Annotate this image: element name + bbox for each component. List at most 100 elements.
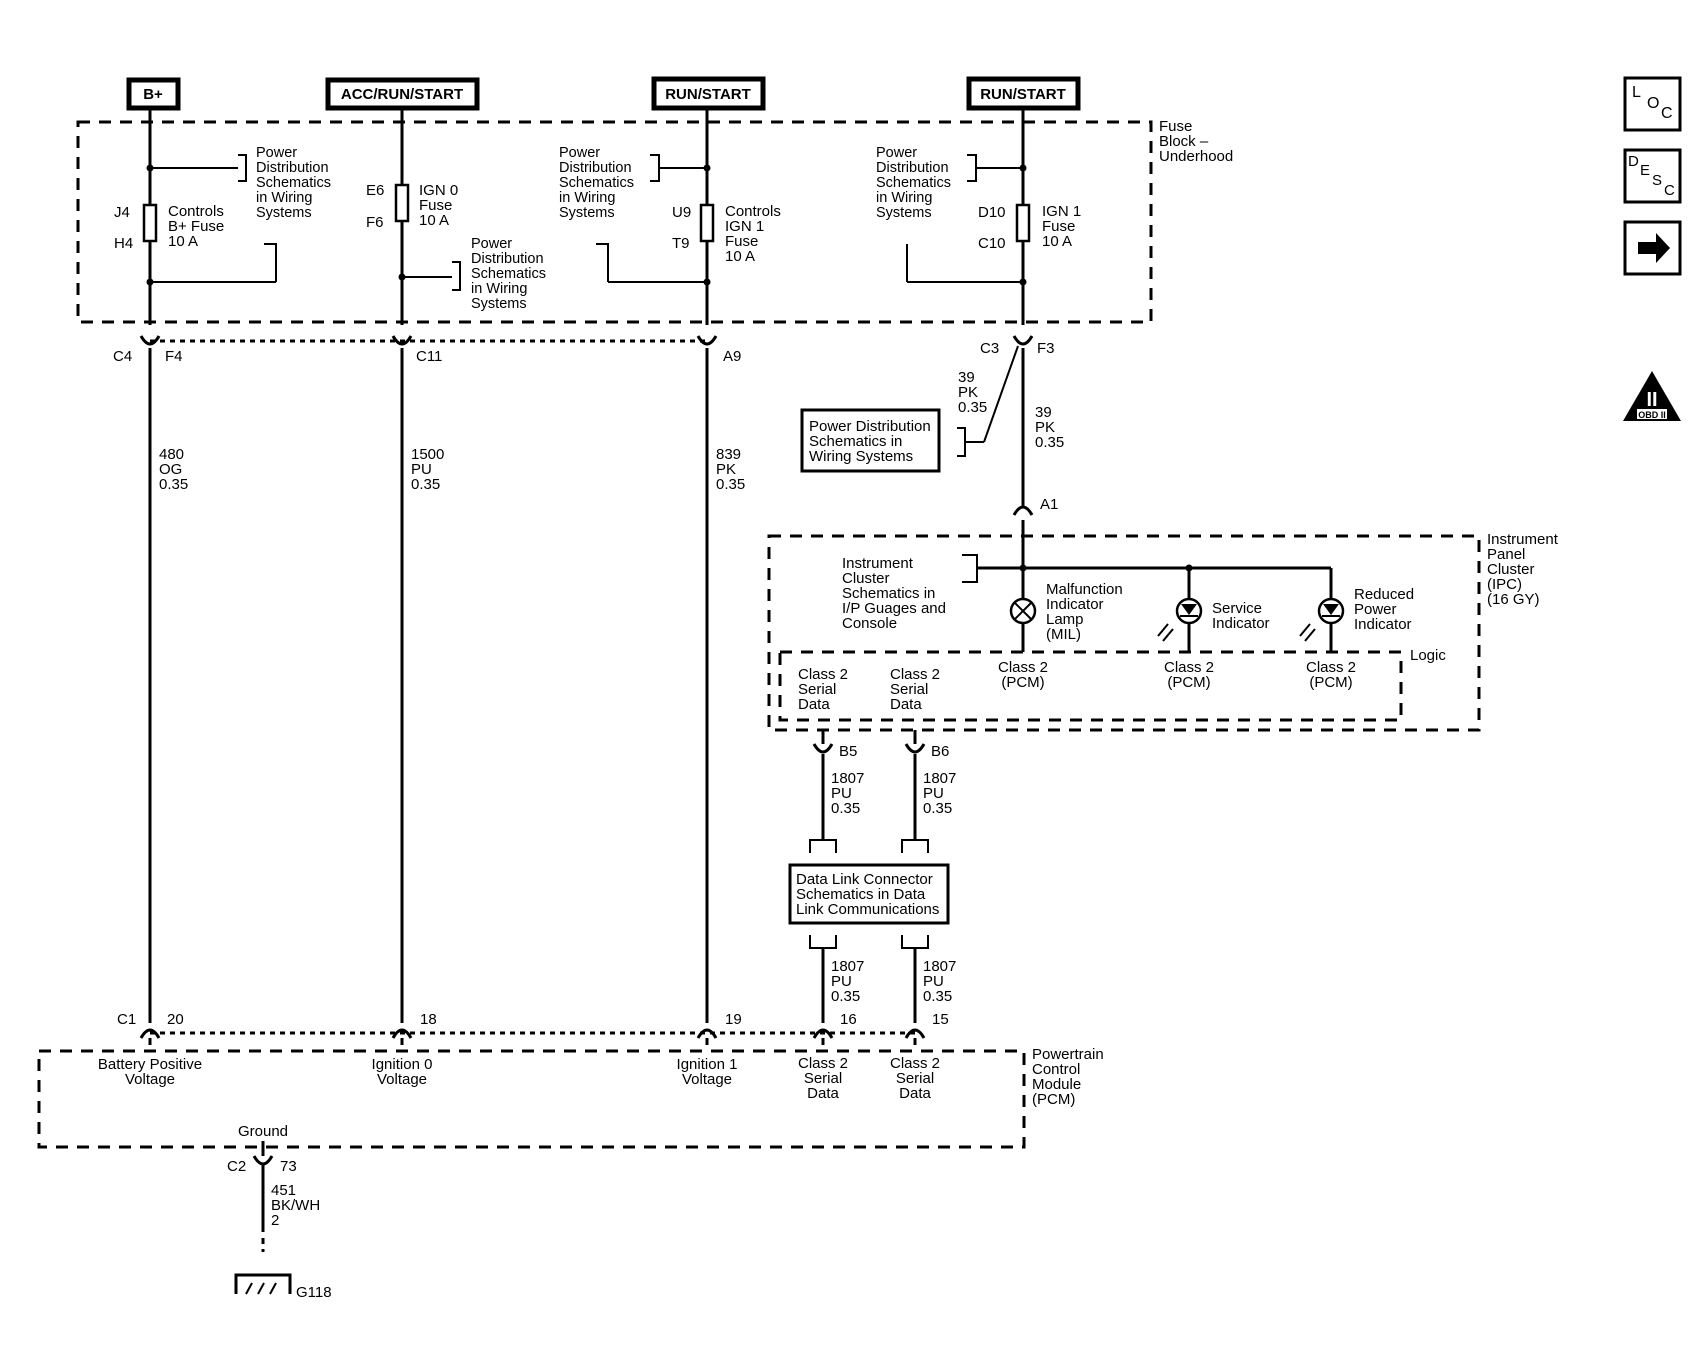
- connector-icon: [812, 743, 926, 754]
- ipc-class2-label: Serial: [798, 681, 836, 698]
- wire-480-label: OG: [159, 461, 182, 478]
- pcm-title: Control: [1032, 1061, 1080, 1078]
- wire-1807-label: 0.35: [831, 800, 860, 817]
- bracket-icon: [264, 243, 277, 282]
- fuse-block-label-2: Block –: [1159, 133, 1209, 150]
- connector-f4: F4: [165, 348, 183, 365]
- power-dist-label: Schematics: [471, 266, 546, 282]
- source-bplus-label: B+: [143, 86, 163, 103]
- wire-39a-label: 0.35: [958, 399, 987, 416]
- next-arrow-icon[interactable]: [1623, 220, 1682, 276]
- fuse-ign1ctl-label-2: IGN 1: [725, 218, 764, 235]
- obd-ii-mark: II: [1646, 389, 1657, 411]
- mil-label: Indicator: [1046, 596, 1104, 613]
- pcm-class2-label: Serial: [896, 1070, 934, 1087]
- power-dist-label: in Wiring: [471, 281, 527, 297]
- source-run-start-2-label: RUN/START: [980, 86, 1066, 103]
- power-dist-label: in Wiring: [256, 190, 312, 206]
- pcm-class2-label: Data: [899, 1085, 931, 1102]
- fuse-ign1-pin-bot: C10: [978, 235, 1006, 252]
- ipc-title: Panel: [1487, 546, 1525, 563]
- ipc-class2-label: Class 2: [798, 666, 848, 683]
- fuse-bplus-label-1: Controls: [168, 203, 224, 220]
- mil-label: Malfunction: [1046, 581, 1123, 598]
- fuse-block-label-3: Underhood: [1159, 148, 1233, 165]
- power-dist-label: Power: [256, 145, 297, 161]
- pcm-ground-label: Ground: [238, 1123, 288, 1140]
- ipc-outline: [767, 534, 1481, 732]
- power-dist-label: Systems: [471, 296, 527, 312]
- led-icon: [1299, 597, 1345, 642]
- power-dist-box-label: Wiring Systems: [809, 448, 913, 465]
- connector-c2: C2: [227, 1158, 246, 1175]
- power-dist-label: in Wiring: [559, 190, 615, 206]
- location-icon[interactable]: L O C: [1623, 76, 1682, 132]
- power-dist-label: Power: [471, 236, 512, 252]
- connector-pin-19: 19: [725, 1011, 742, 1028]
- power-dist-label: Systems: [876, 205, 932, 221]
- wire-1807-label: 0.35: [923, 988, 952, 1005]
- fuse-ign1ctl-label-1: Controls: [725, 203, 781, 220]
- bracket-icon: [452, 261, 461, 291]
- fuse-ign1ctl-label-3: Fuse: [725, 233, 758, 250]
- bracket-icon: [957, 427, 966, 457]
- dlc-box-label: Link Communications: [796, 901, 939, 918]
- loc-letter: C: [1661, 105, 1673, 122]
- power-dist-label: Schematics: [876, 175, 951, 191]
- wire-1807-label: 0.35: [831, 988, 860, 1005]
- connector-c11: C11: [416, 348, 442, 365]
- pcm-ign1-label: Ignition 1: [677, 1056, 738, 1073]
- wire-1807-label: PU: [831, 785, 852, 802]
- pcm-ign1-label: Voltage: [682, 1071, 732, 1088]
- fuse-icon: [394, 183, 410, 223]
- desc-letter: E: [1640, 162, 1650, 179]
- fuse-ign0-pin-top: E6: [366, 182, 384, 199]
- wire-1807-label: 1807: [923, 958, 956, 975]
- fuse-ign1-pin-top: D10: [978, 204, 1006, 221]
- pcm-class2-label: Data: [807, 1085, 839, 1102]
- dlc-box-label: Schematics in Data: [796, 886, 926, 903]
- ipc-schematics-label: Instrument: [842, 555, 914, 572]
- fuse-ign1ctl-label-4: 10 A: [725, 248, 755, 265]
- power-dist-label: Distribution: [876, 160, 949, 176]
- bracket-icon: [596, 243, 609, 282]
- power-dist-box-label: Schematics in: [809, 433, 902, 450]
- wire-39b-label: 39: [1035, 404, 1052, 421]
- connector-a1: A1: [1040, 496, 1058, 513]
- ipc-schematics-label: Schematics in: [842, 585, 935, 602]
- ipc-schematics-label: Cluster: [842, 570, 890, 587]
- reduced-label: Indicator: [1354, 616, 1412, 633]
- fuse-ign1-label-3: 10 A: [1042, 233, 1072, 250]
- ipc-logic-outline: [778, 650, 1403, 722]
- connector-icon: [139, 335, 1034, 346]
- ipc-title: Cluster: [1487, 561, 1535, 578]
- description-icon[interactable]: D E S C: [1623, 148, 1682, 204]
- fuse-bplus-pin-top: J4: [114, 204, 130, 221]
- ipc-schematics-label: Console: [842, 615, 897, 632]
- source-run-start-1-label: RUN/START: [665, 86, 751, 103]
- fuse-icon: [142, 203, 158, 243]
- fuse-icon: [1015, 203, 1031, 243]
- fuse-block-label-1: Fuse: [1159, 118, 1192, 135]
- pcm-battery-label: Voltage: [125, 1071, 175, 1088]
- power-dist-label: Distribution: [559, 160, 632, 176]
- ipc-class2-pcm-label: (PCM): [1001, 674, 1044, 691]
- wire-451-label: 2: [271, 1212, 279, 1229]
- wire-480-label: 480: [159, 446, 184, 463]
- power-dist-label: Systems: [256, 205, 312, 221]
- power-dist-label: Distribution: [471, 251, 544, 267]
- power-dist-label: Schematics: [256, 175, 331, 191]
- ipc-class2-pcm-label: (PCM): [1167, 674, 1210, 691]
- wire-839-label: 0.35: [716, 476, 745, 493]
- desc-letter: S: [1652, 172, 1662, 189]
- fuse-ign0-label-2: Fuse: [419, 197, 452, 214]
- bracket-icon: [962, 554, 978, 583]
- fuse-block-outline: [76, 120, 1153, 324]
- ipc-schematics-label: I/P Guages and: [842, 600, 946, 617]
- pcm-class2-label: Serial: [804, 1070, 842, 1087]
- wire-1807-label: 1807: [831, 770, 864, 787]
- fuse-ign1ctl-pin-bot: T9: [672, 235, 690, 252]
- connector-b6: B6: [931, 743, 949, 760]
- obd-ii-text: OBD II: [1638, 410, 1666, 420]
